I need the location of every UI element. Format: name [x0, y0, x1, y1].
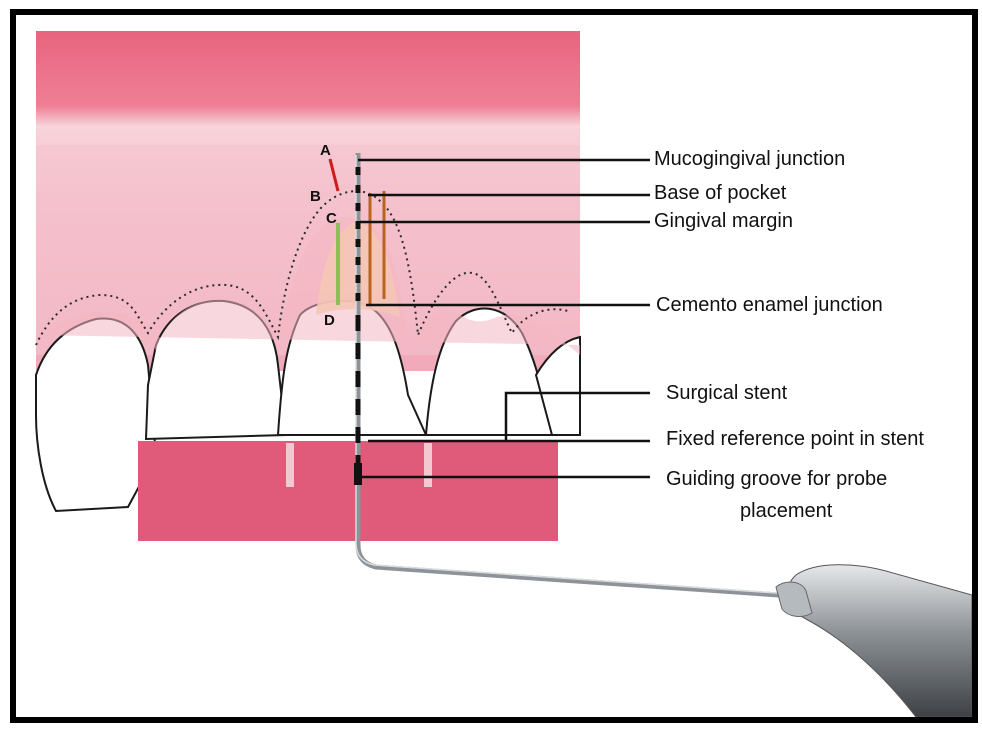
point-d-label: D	[324, 313, 335, 329]
probe-handle	[788, 565, 972, 717]
surgical-stent	[138, 441, 558, 541]
label-cemento-enamel-junction: Cemento enamel junction	[656, 293, 883, 317]
label-guiding-groove-line2: placement	[740, 499, 832, 523]
probe-groove-segment	[354, 463, 362, 485]
stent-groove-right	[424, 443, 432, 487]
figure-frame: A B C D Mucogingival junction Base of po…	[10, 9, 978, 723]
point-c-label: C	[326, 211, 337, 227]
label-mucogingival-junction: Mucogingival junction	[654, 147, 845, 171]
label-gingival-margin: Gingival margin	[654, 209, 793, 233]
point-b-label: B	[310, 189, 321, 205]
point-a-label: A	[320, 143, 331, 159]
periodontal-diagram	[16, 15, 972, 717]
label-guiding-groove-line1: Guiding groove for probe	[666, 467, 887, 491]
label-surgical-stent: Surgical stent	[666, 381, 787, 405]
stent-groove-left	[286, 443, 294, 487]
label-fixed-reference-point: Fixed reference point in stent	[666, 427, 924, 451]
label-base-of-pocket: Base of pocket	[654, 181, 786, 205]
